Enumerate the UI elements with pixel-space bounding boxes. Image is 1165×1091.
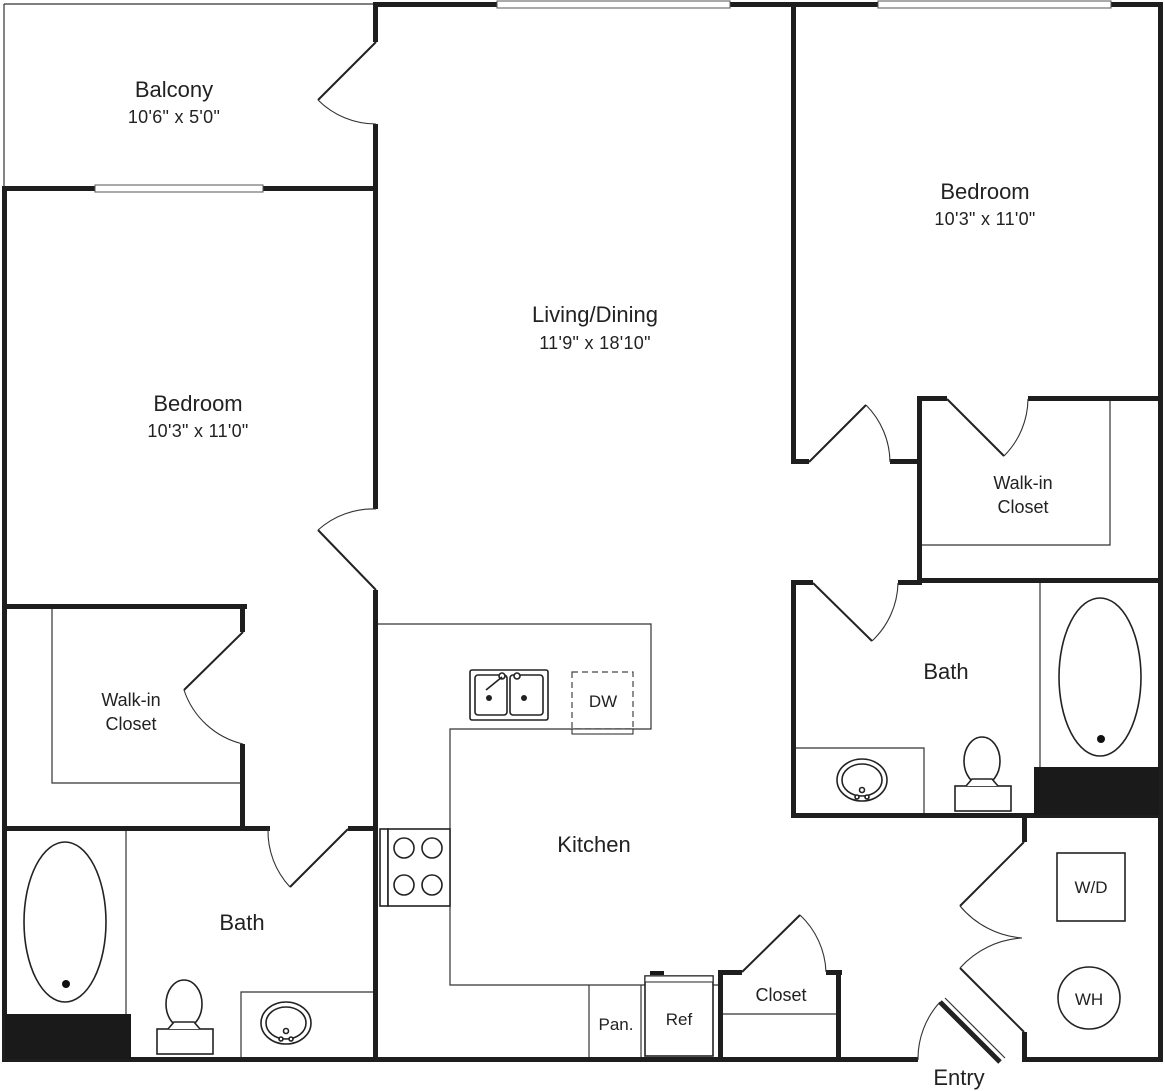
window-bedroom-left: [94, 184, 264, 193]
room-labels: Balcony 10'6" x 5'0" Living/Dining 11'9"…: [101, 77, 1052, 1090]
sink-right-icon: [836, 758, 888, 802]
entry-name: Entry: [933, 1065, 984, 1090]
walls: [2, 2, 1163, 1062]
window-bedroom-right: [877, 0, 1112, 9]
washer-dryer-label: W/D: [1074, 878, 1107, 897]
bathtub-right-icon: [1034, 597, 1159, 815]
pantry-label: Pan.: [599, 1015, 634, 1034]
living-dining-name: Living/Dining: [532, 302, 658, 327]
sink-left-icon: [260, 1001, 312, 1045]
windows: [94, 0, 1112, 193]
balcony-dim: 10'6" x 5'0": [128, 107, 220, 127]
interior-lines: [51, 401, 1111, 1057]
bathtub-left-icon: [5, 841, 131, 1059]
dishwasher-icon: DW: [571, 671, 634, 735]
walkin-right-line2: Closet: [997, 497, 1048, 517]
walkin-right-line1: Walk-in: [993, 473, 1052, 493]
water-heater-icon: WH: [1057, 966, 1121, 1030]
doors: [183, 41, 1029, 1064]
stove-icon: [379, 828, 451, 907]
balcony-outline: [3, 3, 376, 188]
bedroom-right-name: Bedroom: [940, 179, 1029, 204]
bedroom-left-dim: 10'3" x 11'0": [147, 421, 248, 441]
bedroom-right-dim: 10'3" x 11'0": [934, 209, 1035, 229]
walkin-left-line1: Walk-in: [101, 690, 160, 710]
refrigerator-icon: Ref: [644, 971, 714, 1057]
closet-name: Closet: [755, 985, 806, 1005]
kitchen-sink-icon: [469, 669, 549, 721]
bath-left-name: Bath: [219, 910, 264, 935]
walkin-left-line2: Closet: [105, 714, 156, 734]
dishwasher-label: DW: [589, 692, 617, 711]
window-living: [496, 0, 731, 9]
toilet-left-icon: [156, 979, 214, 1055]
kitchen-name: Kitchen: [557, 832, 630, 857]
balcony-name: Balcony: [135, 77, 213, 102]
toilet-right-icon: [954, 736, 1012, 812]
bath-right-name: Bath: [923, 659, 968, 684]
water-heater-label: WH: [1075, 990, 1103, 1009]
refrigerator-label: Ref: [666, 1010, 693, 1029]
living-dining-dim: 11'9" x 18'10": [539, 333, 651, 353]
washer-dryer-icon: W/D: [1056, 852, 1126, 922]
bedroom-left-name: Bedroom: [153, 391, 242, 416]
